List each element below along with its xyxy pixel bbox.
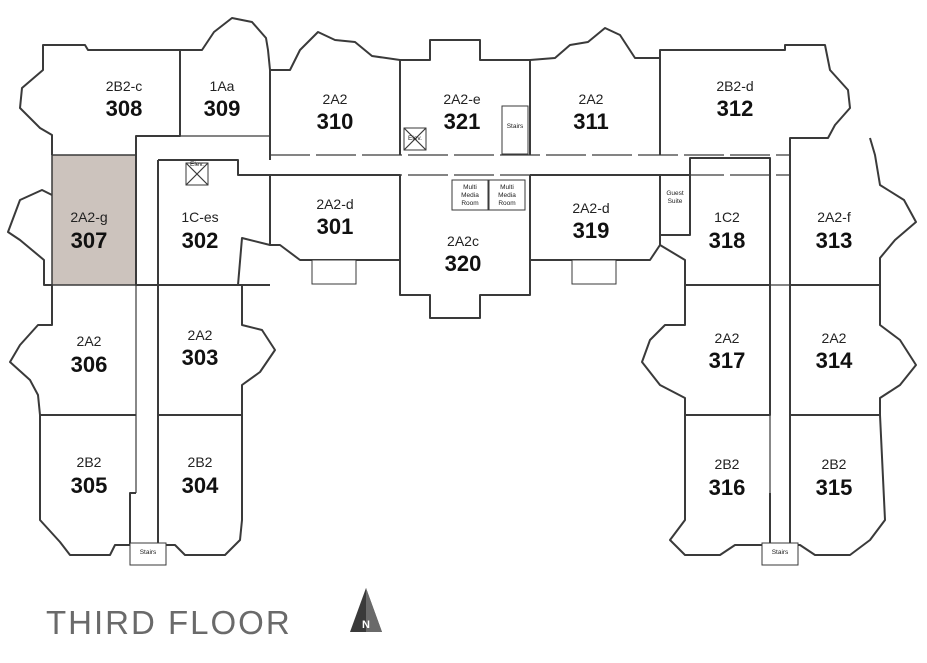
unit-type: 2A2-d xyxy=(572,200,609,216)
unit-number: 304 xyxy=(182,473,219,498)
unit-label-314[interactable]: 2A2 314 xyxy=(816,330,853,373)
unit-number: 313 xyxy=(816,228,853,253)
unit-number: 315 xyxy=(816,475,853,500)
unit-type: 2A2 xyxy=(188,327,213,343)
unit-type: 2A2-e xyxy=(443,91,481,107)
unit-number: 306 xyxy=(71,352,108,377)
unit-type: 1C2 xyxy=(714,209,740,225)
unit-type: 1C-es xyxy=(181,209,218,225)
unit-type: 2A2 xyxy=(822,330,847,346)
unit-label-315[interactable]: 2B2 315 xyxy=(816,456,853,500)
unit-number: 308 xyxy=(106,96,143,121)
unit-number: 303 xyxy=(182,345,219,370)
unit-type: 2A2-f xyxy=(817,209,851,225)
unit-label-311[interactable]: 2A2 311 xyxy=(573,91,609,134)
right-wing-walls xyxy=(641,155,917,566)
multi-media-room-1-line3: Room xyxy=(461,200,478,207)
unit-label-304[interactable]: 2B2 304 xyxy=(182,454,219,498)
unit-type: 2B2-c xyxy=(106,78,143,94)
multi-media-room-1-line1: Multi xyxy=(463,184,477,191)
unit-number: 314 xyxy=(816,348,853,373)
unit-label-301[interactable]: 2A2-d 301 xyxy=(316,196,353,239)
unit-type: 2A2-g xyxy=(70,209,107,225)
unit-type: 2A2 xyxy=(323,91,348,107)
unit-307-highlight[interactable] xyxy=(51,154,137,286)
unit-label-308[interactable]: 2B2-c 308 xyxy=(106,78,143,121)
unit-type: 2B2 xyxy=(188,454,213,470)
unit-number: 301 xyxy=(317,214,354,239)
unit-number: 319 xyxy=(573,218,610,243)
unit-type: 2B2 xyxy=(715,456,740,472)
stairs-label-left: Stairs xyxy=(140,549,157,556)
unit-number: 317 xyxy=(709,348,746,373)
unit-number: 321 xyxy=(444,109,481,134)
unit-type: 2B2-d xyxy=(716,78,753,94)
unit-number: 320 xyxy=(445,251,482,276)
unit-label-319[interactable]: 2A2-d 319 xyxy=(572,200,609,243)
multi-media-room-2-line2: Media xyxy=(498,192,516,199)
multi-media-room-2-line1: Multi xyxy=(500,184,514,191)
unit-label-312[interactable]: 2B2-d 312 xyxy=(716,78,753,121)
unit-label-307[interactable]: 2A2-g 307 xyxy=(70,209,107,253)
unit-number: 318 xyxy=(709,228,746,253)
unit-label-316[interactable]: 2B2 316 xyxy=(709,456,746,500)
elev-label-left: Elev. xyxy=(190,161,204,168)
north-label: N xyxy=(362,619,370,631)
unit-number: 307 xyxy=(71,228,108,253)
unit-type: 1Aa xyxy=(210,78,235,94)
unit-label-320[interactable]: 2A2c 320 xyxy=(445,233,482,276)
unit-number: 305 xyxy=(71,473,108,498)
floor-title: THIRD FLOOR xyxy=(46,604,292,641)
left-wing-walls xyxy=(9,155,276,566)
unit-label-321[interactable]: 2A2-e 321 xyxy=(443,91,481,134)
middle-wing-walls xyxy=(7,137,917,319)
unit-type: 2A2 xyxy=(715,330,740,346)
unit-type: 2B2 xyxy=(77,454,102,470)
unit-label-303[interactable]: 2A2 303 xyxy=(182,327,219,370)
stairs-label-right: Stairs xyxy=(772,549,789,556)
unit-label-313[interactable]: 2A2-f 313 xyxy=(816,209,853,253)
unit-type: 2A2 xyxy=(77,333,102,349)
stairs-label-top: Stairs xyxy=(507,123,524,130)
north-arrow: N xyxy=(350,588,382,632)
multi-media-room-2-line3: Room xyxy=(498,200,515,207)
unit-label-317[interactable]: 2A2 317 xyxy=(709,330,746,373)
unit-type: 2A2 xyxy=(579,91,604,107)
elev-label-top: Elev. xyxy=(408,135,422,142)
unit-label-306[interactable]: 2A2 306 xyxy=(71,333,108,377)
unit-number: 316 xyxy=(709,475,746,500)
unit-number: 311 xyxy=(573,109,609,134)
unit-label-318[interactable]: 1C2 318 xyxy=(709,209,746,253)
unit-label-302[interactable]: 1C-es 302 xyxy=(181,209,218,253)
unit-label-305[interactable]: 2B2 305 xyxy=(71,454,108,498)
guest-suite-line2: Suite xyxy=(668,198,683,205)
unit-label-310[interactable]: 2A2 310 xyxy=(317,91,354,134)
unit-type: 2A2-d xyxy=(316,196,353,212)
unit-type: 2B2 xyxy=(822,456,847,472)
unit-number: 310 xyxy=(317,109,354,134)
unit-number: 302 xyxy=(182,228,219,253)
multi-media-room-1-line2: Media xyxy=(461,192,479,199)
unit-label-309[interactable]: 1Aa 309 xyxy=(204,78,241,121)
unit-number: 312 xyxy=(717,96,754,121)
unit-number: 309 xyxy=(204,96,241,121)
guest-suite-line1: Guest xyxy=(666,190,684,197)
unit-type: 2A2c xyxy=(447,233,479,249)
